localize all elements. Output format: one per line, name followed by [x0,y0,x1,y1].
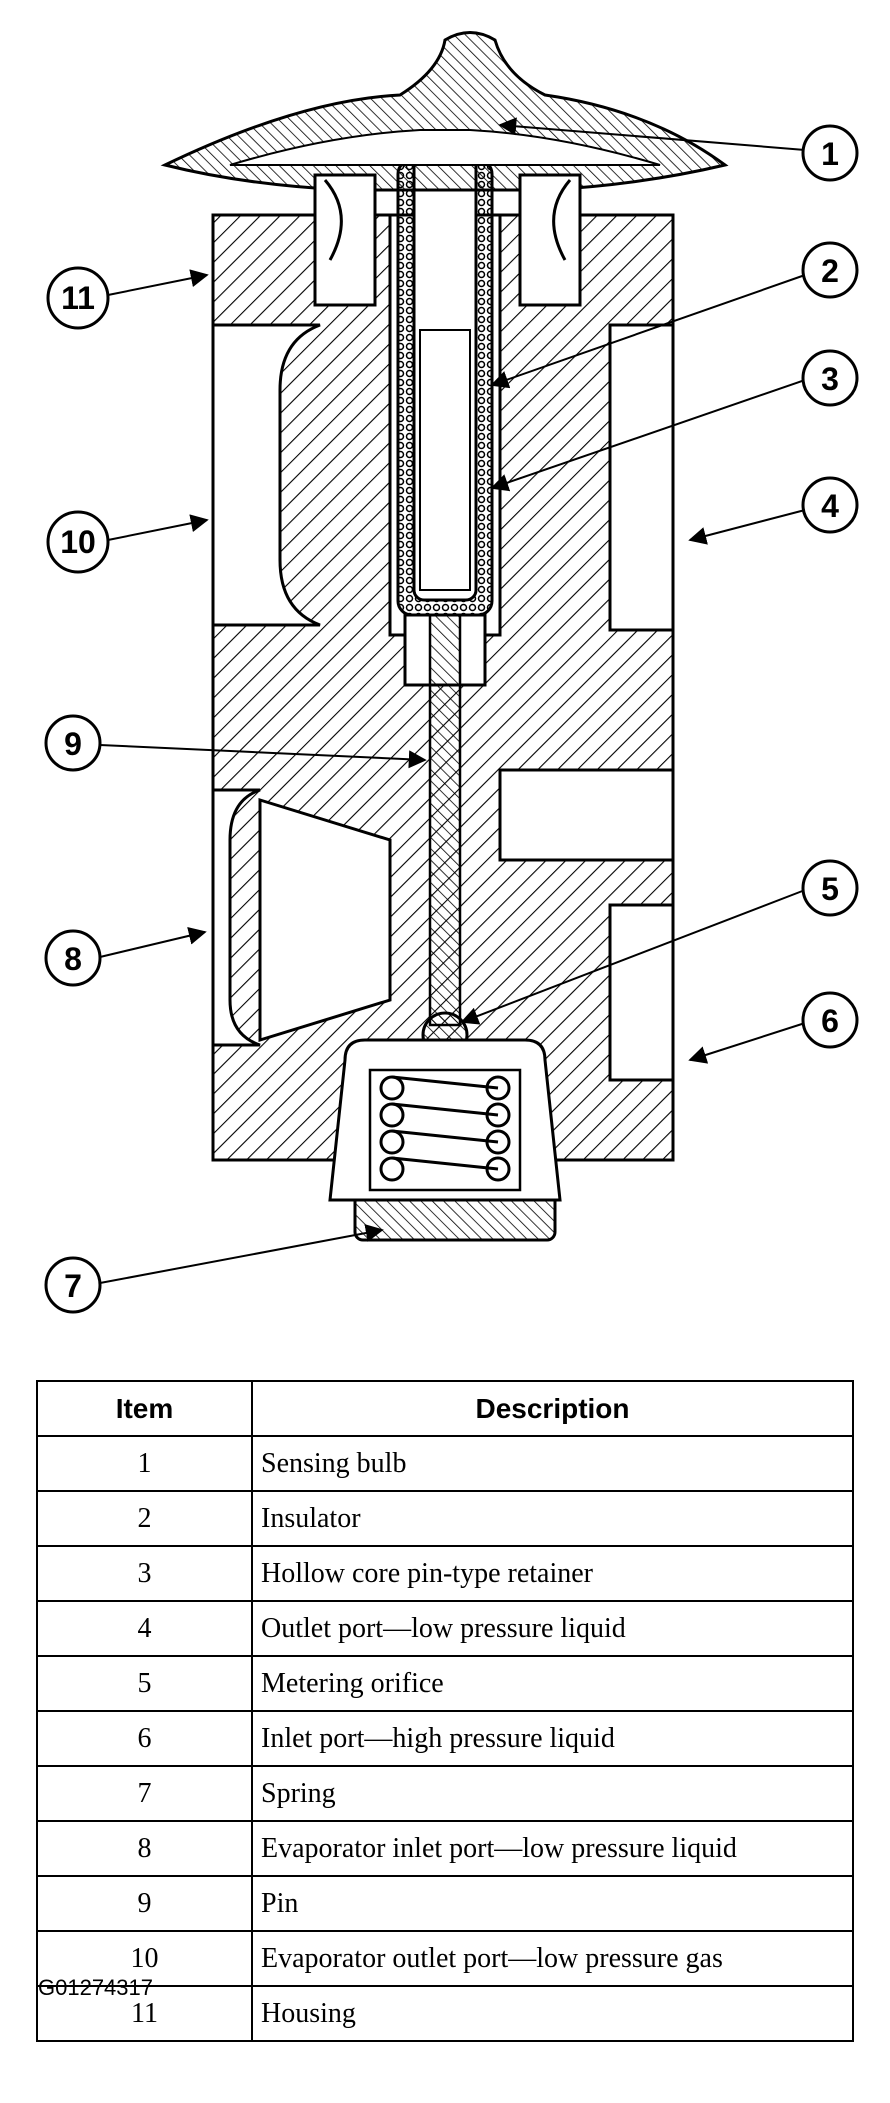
hollow-core-retainer [419,329,471,591]
item-number: 9 [36,1875,253,1932]
item-description: Hollow core pin-type retainer [251,1545,854,1602]
svg-text:4: 4 [821,488,839,524]
sensing-bulb [160,31,729,307]
item-description: Outlet port—low pressure liquid [251,1600,854,1657]
item-number: 10 [36,1930,253,1987]
item-number: 3 [36,1545,253,1602]
item-description: Evaporator outlet port—low pressure gas [251,1930,854,1987]
header-item: Item [36,1380,253,1437]
item-number: 5 [36,1655,253,1712]
item-number: 4 [36,1600,253,1657]
callout-10: 10 [46,510,209,574]
item-number: 7 [36,1765,253,1822]
item-number: 11 [36,1985,253,2042]
item-description: Sensing bulb [251,1435,854,1492]
item-description: Spring [251,1765,854,1822]
table-header-row: Item Description [36,1380,854,1437]
item-description: Metering orifice [251,1655,854,1712]
callout-3: 3 [490,349,859,492]
item-number: 6 [36,1710,253,1767]
item-description: Evaporator inlet port—low pressure liqui… [251,1820,854,1877]
pin [403,613,487,1027]
svg-text:8: 8 [64,941,82,977]
svg-text:5: 5 [821,871,839,907]
callout-1: 1 [498,117,859,182]
callout-9: 9 [44,714,427,772]
svg-text:2: 2 [821,253,839,289]
svg-text:1: 1 [821,136,839,172]
svg-text:3: 3 [821,361,839,397]
item-description: Inlet port—high pressure liquid [251,1710,854,1767]
callout-4: 4 [688,476,859,545]
item-number: 8 [36,1820,253,1877]
svg-text:6: 6 [821,1003,839,1039]
item-number: 1 [36,1435,253,1492]
callout-7: 7 [44,1224,384,1314]
header-description: Description [251,1380,854,1437]
callout-11: 11 [46,266,209,330]
figure-id: G01274317 [38,1975,153,2000]
item-description: Insulator [251,1490,854,1547]
item-description: Housing [251,1985,854,2042]
expansion-valve-diagram: 1 2 3 4 5 6 7 8 9 10 [44,31,859,1314]
item-description: Pin [251,1875,854,1932]
item-number: 2 [36,1490,253,1547]
svg-text:10: 10 [60,524,96,560]
callout-5: 5 [460,859,859,1025]
svg-text:11: 11 [61,280,95,316]
callout-8: 8 [44,926,207,987]
svg-text:9: 9 [64,726,82,762]
svg-text:7: 7 [64,1268,82,1304]
spring [328,1038,562,1202]
callout-2: 2 [490,241,859,389]
callout-6: 6 [688,991,859,1064]
